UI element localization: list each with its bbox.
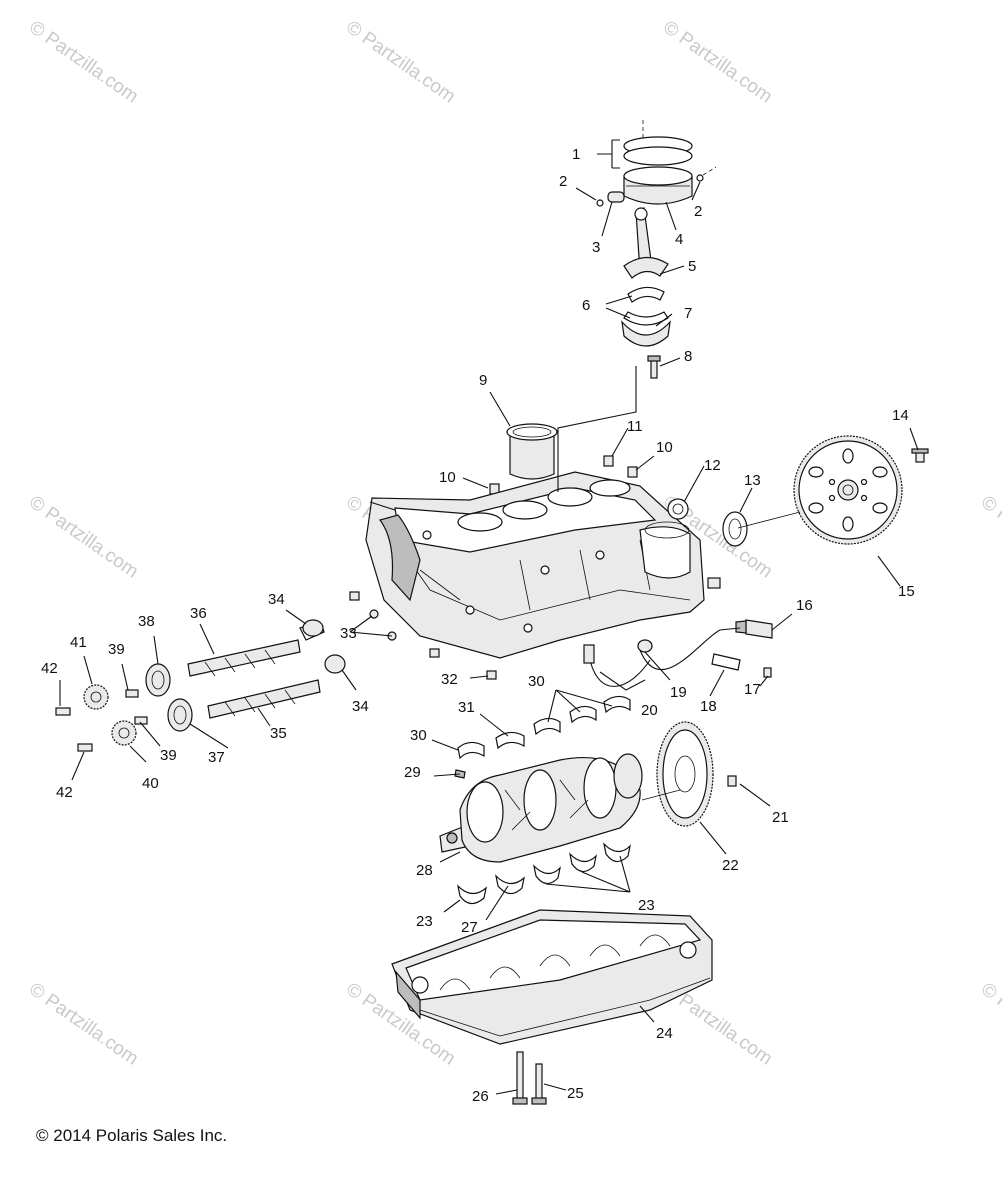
callout-42: 42 xyxy=(56,784,73,801)
piston-ring xyxy=(623,146,693,166)
sensors xyxy=(583,619,773,687)
callout-42: 42 xyxy=(41,660,58,677)
crankcase-upper xyxy=(365,471,705,659)
plug xyxy=(429,648,440,658)
callout-30: 30 xyxy=(528,673,545,690)
case-bolts xyxy=(512,1051,547,1105)
callout-40: 40 xyxy=(142,775,159,792)
callout-10: 10 xyxy=(656,439,673,456)
callout-36: 36 xyxy=(190,605,207,622)
piston-assembly xyxy=(596,120,717,379)
callout-9: 9 xyxy=(479,372,487,389)
crank-seal xyxy=(722,511,748,547)
sensor xyxy=(745,619,773,639)
callout-24: 24 xyxy=(656,1025,673,1042)
callout-37: 37 xyxy=(208,749,225,766)
gear-bolt xyxy=(55,707,71,716)
bolt xyxy=(125,689,139,698)
main-bearings-upper xyxy=(457,695,631,760)
callout-2: 2 xyxy=(559,173,567,190)
dowel-pin xyxy=(627,466,638,478)
callout-20: 20 xyxy=(641,702,658,719)
callout-26: 26 xyxy=(472,1088,489,1105)
watermark: © Partzilla.com xyxy=(342,17,459,108)
main-bearings-lower xyxy=(457,842,631,905)
callout-12: 12 xyxy=(704,457,721,474)
gear-bolt xyxy=(77,743,93,752)
watermark: © Partzilla.com xyxy=(659,17,776,108)
flexplate xyxy=(737,435,903,545)
callout-18: 18 xyxy=(700,698,717,715)
balance-shaft-upper xyxy=(125,619,325,698)
crankcase-lower xyxy=(391,909,713,1045)
callout-41: 41 xyxy=(70,634,87,651)
callout-1: 1 xyxy=(572,146,580,163)
balance-shaft-lower xyxy=(134,654,346,732)
ring-gear-bolt xyxy=(727,775,737,787)
callout-17: 17 xyxy=(744,681,761,698)
rod-bearing xyxy=(623,311,669,326)
watermark: © Partzilla.com xyxy=(25,17,142,108)
callout-5: 5 xyxy=(688,258,696,275)
callout-39: 39 xyxy=(160,747,177,764)
watermark: © Partzilla.com xyxy=(977,979,1002,1070)
callout-8: 8 xyxy=(684,348,692,365)
callout-35: 35 xyxy=(270,725,287,742)
callout-16: 16 xyxy=(796,597,813,614)
callout-38: 38 xyxy=(138,613,155,630)
callout-31: 31 xyxy=(458,699,475,716)
rod-bearing xyxy=(627,286,665,303)
callout-15: 15 xyxy=(898,583,915,600)
callout-11: 11 xyxy=(627,418,643,435)
watermark: © Partzilla.com xyxy=(977,492,1002,583)
callout-3: 3 xyxy=(592,239,600,256)
plug xyxy=(707,577,721,589)
leader-lines xyxy=(59,139,919,1095)
callout-39: 39 xyxy=(108,641,125,658)
callout-27: 27 xyxy=(461,919,478,936)
rod-cap-top xyxy=(623,256,669,279)
callout-21: 21 xyxy=(772,809,789,826)
cylinder-sleeve xyxy=(506,423,558,480)
copyright-notice: © 2014 Polaris Sales Inc. xyxy=(36,1126,228,1145)
pin-clip xyxy=(596,199,604,207)
sensor xyxy=(711,653,741,671)
callout-29: 29 xyxy=(404,764,421,781)
plug xyxy=(349,591,360,601)
callout-22: 22 xyxy=(722,857,739,874)
callout-10: 10 xyxy=(439,469,456,486)
callout-6: 6 xyxy=(582,297,590,314)
callout-labels: 1 2 2 3 4 5 6 7 8 9 10 10 11 12 13 14 15… xyxy=(41,146,915,1105)
callout-32: 32 xyxy=(441,671,458,688)
callout-19: 19 xyxy=(670,684,687,701)
watermark: © Partzilla.com xyxy=(25,492,142,583)
callout-25: 25 xyxy=(567,1085,584,1102)
callout-7: 7 xyxy=(684,305,692,322)
callout-28: 28 xyxy=(416,862,433,879)
watermark: © Partzilla.com xyxy=(25,979,142,1070)
callout-13: 13 xyxy=(744,472,761,489)
sensor-bolt xyxy=(763,667,772,678)
callout-23: 23 xyxy=(416,913,433,930)
callout-23: 23 xyxy=(638,897,655,914)
balance-gears xyxy=(55,684,137,752)
seal-ring xyxy=(667,498,689,520)
callout-34: 34 xyxy=(268,591,285,608)
ring-gear xyxy=(641,721,714,827)
callout-30: 30 xyxy=(410,727,427,744)
pin-clip xyxy=(696,174,704,182)
callout-34: 34 xyxy=(352,698,369,715)
small-parts xyxy=(349,498,748,680)
dowel-pin xyxy=(603,455,614,467)
callout-33: 33 xyxy=(340,625,357,642)
plug xyxy=(486,670,497,680)
piston-pin xyxy=(607,191,625,203)
crankshaft xyxy=(439,753,643,863)
callout-14: 14 xyxy=(892,407,909,424)
callout-2: 2 xyxy=(694,203,702,220)
rod-cap xyxy=(621,320,671,347)
callout-4: 4 xyxy=(675,231,683,248)
